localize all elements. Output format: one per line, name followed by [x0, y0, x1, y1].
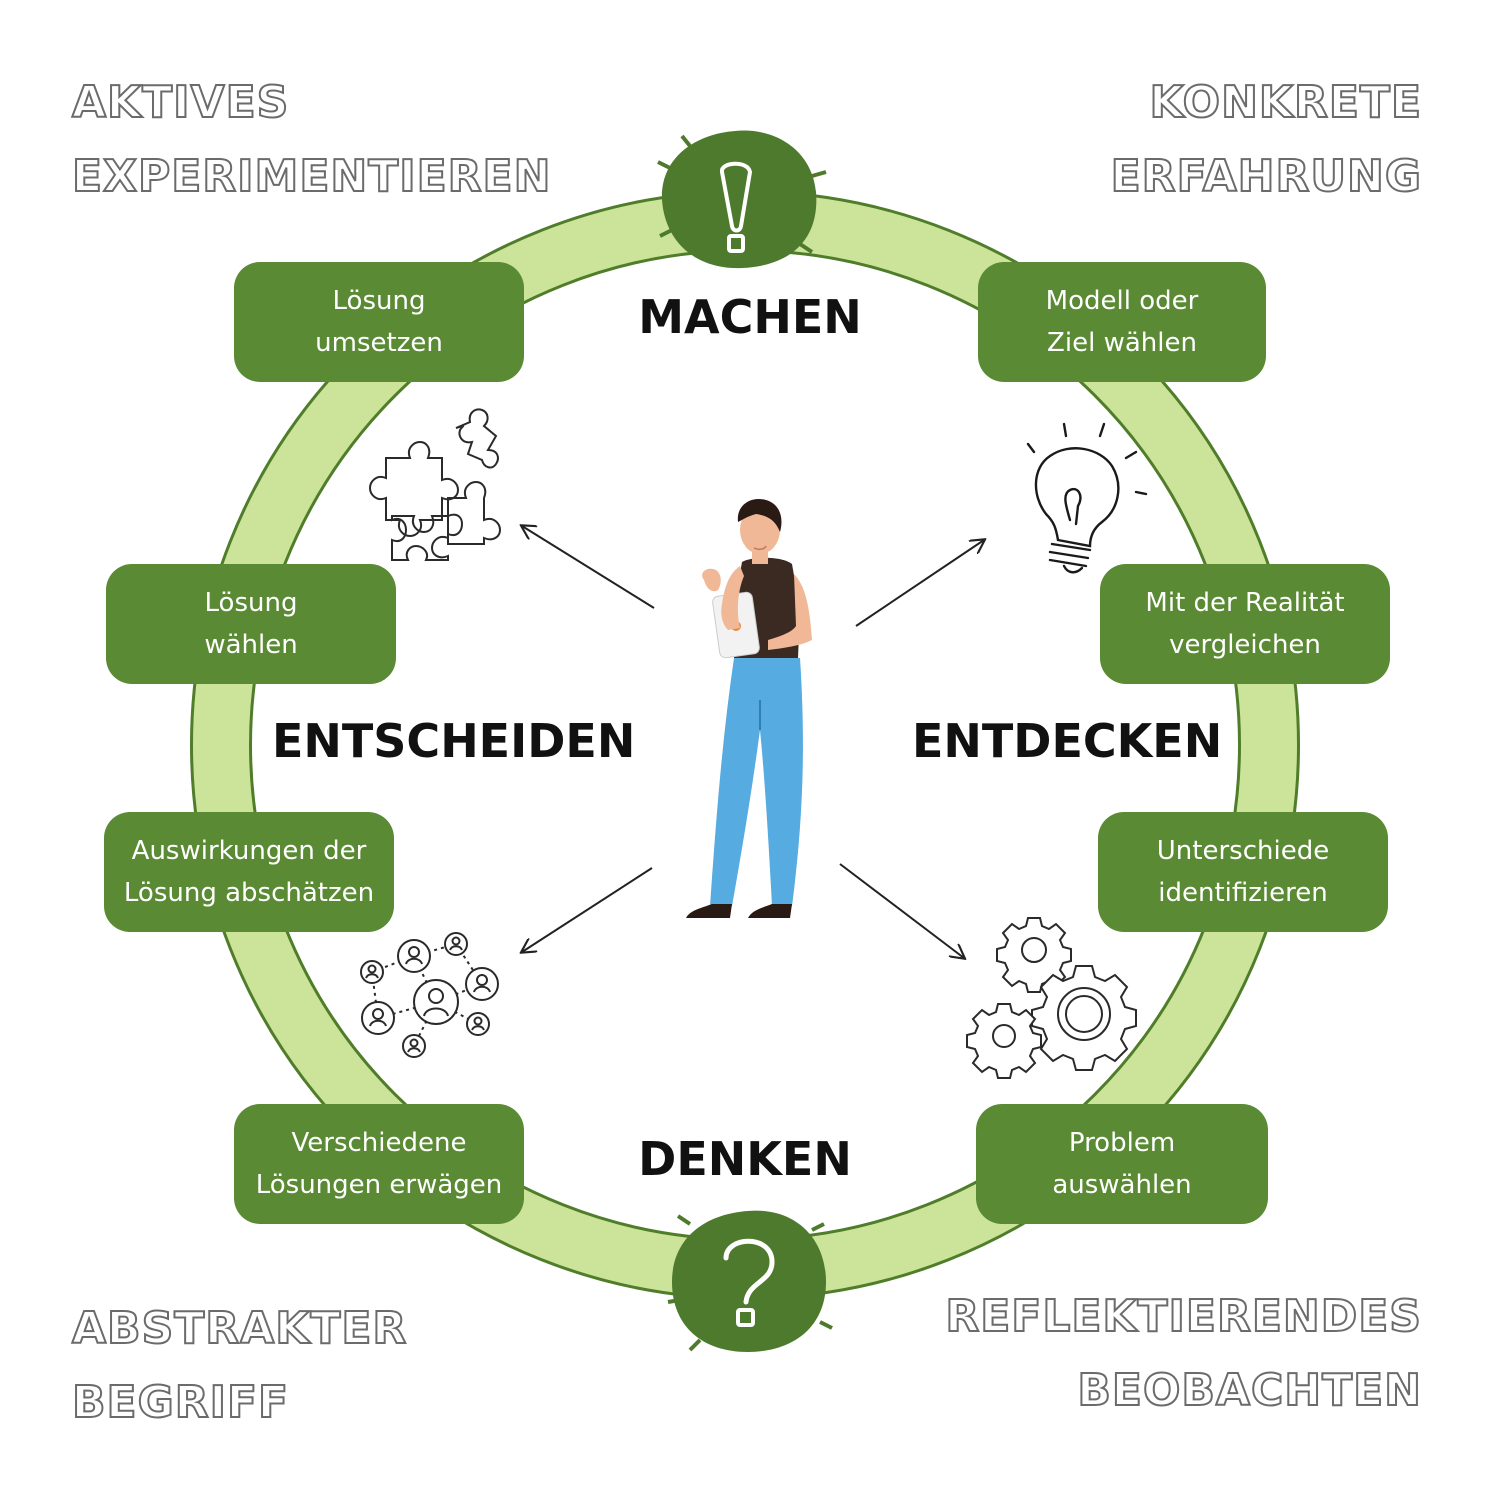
step-text: wählen — [204, 630, 298, 660]
step-modell-oder-ziel: Modell oder Ziel wählen — [978, 262, 1266, 382]
step-text: Mit der Realität — [1145, 588, 1345, 618]
step-text: Modell oder — [1045, 286, 1199, 316]
step-text: auswählen — [1052, 1170, 1192, 1200]
step-text: identifizieren — [1158, 878, 1328, 908]
corner-line: EXPERIMENTIEREN — [71, 150, 552, 203]
corner-konkrete-erfahrung: KONKRETE ERFAHRUNG — [1110, 66, 1422, 214]
arrow-up-left — [522, 526, 655, 609]
corner-aktives-experimentieren: AKTIVES EXPERIMENTIEREN — [71, 66, 552, 214]
step-text: Lösung abschätzen — [123, 878, 375, 908]
step-loesung-waehlen: Lösung wählen — [106, 564, 396, 684]
gears-icon — [966, 917, 1137, 1079]
step-realitaet-vergleichen: Mit der Realität vergleichen — [1100, 564, 1390, 684]
step-text: vergleichen — [1169, 630, 1321, 660]
step-text: Unterschiede — [1156, 836, 1330, 866]
step-text: Verschiedene — [291, 1128, 467, 1158]
step-loesung-umsetzen: Lösung umsetzen — [234, 262, 524, 382]
corner-line: AKTIVES — [71, 76, 290, 129]
step-text: Auswirkungen der — [131, 836, 367, 866]
arrow-down-left — [522, 867, 653, 952]
step-text: Lösung — [204, 588, 298, 618]
exclamation-icon — [657, 130, 827, 269]
corner-reflektierendes-beobachten: REFLEKTIERENDES BEOBACHTEN — [944, 1280, 1422, 1428]
corner-line: KONKRETE — [1149, 76, 1422, 129]
corner-line: ABSTRAKTER — [71, 1302, 408, 1355]
corner-line: BEGRIFF — [71, 1376, 290, 1429]
arrow-down-right — [839, 863, 964, 958]
step-text: Lösungen erwägen — [255, 1170, 503, 1200]
step-problem-auswaehlen: Problem auswählen — [976, 1104, 1268, 1224]
step-text: Lösung — [332, 286, 426, 316]
phase-denken: DENKEN — [638, 1132, 852, 1186]
step-text: Ziel wählen — [1047, 328, 1197, 358]
phase-machen: MACHEN — [638, 290, 862, 344]
corner-line: ERFAHRUNG — [1110, 150, 1422, 203]
phase-entdecken: ENTDECKEN — [912, 714, 1223, 768]
question-icon — [667, 1210, 833, 1352]
corner-line: REFLEKTIERENDES — [944, 1290, 1422, 1343]
step-text: Problem — [1068, 1128, 1176, 1158]
corner-line: BEOBACHTEN — [1076, 1364, 1422, 1417]
step-verschiedene-loesungen: Verschiedene Lösungen erwägen — [234, 1104, 524, 1224]
puzzle-icon — [368, 408, 502, 561]
lightbulb-icon — [1026, 422, 1148, 574]
step-text: umsetzen — [315, 328, 443, 358]
corner-abstrakter-begriff: ABSTRAKTER BEGRIFF — [71, 1292, 408, 1440]
network-icon — [360, 932, 499, 1058]
arrow-up-right — [855, 540, 984, 627]
step-auswirkungen-abschaetzen: Auswirkungen der Lösung abschätzen — [104, 812, 394, 932]
step-unterschiede-identifizieren: Unterschiede identifizieren — [1098, 812, 1388, 932]
person-illustration — [686, 498, 812, 918]
phase-entscheiden: ENTSCHEIDEN — [272, 714, 636, 768]
arrows — [522, 526, 984, 958]
